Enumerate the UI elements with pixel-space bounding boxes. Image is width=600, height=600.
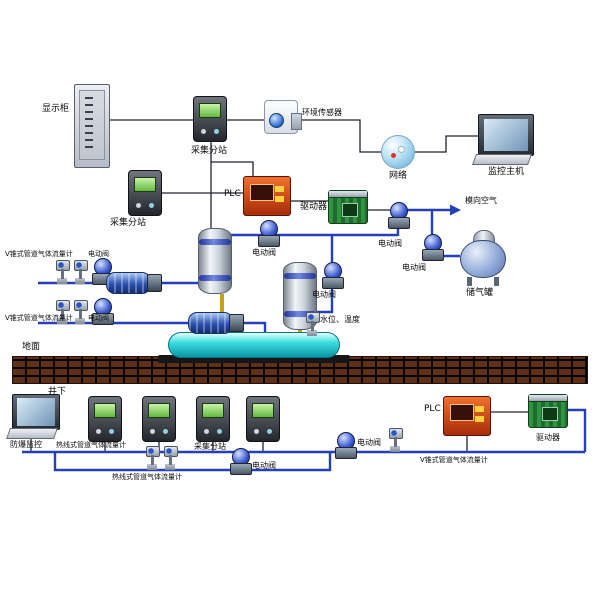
label-driver-underground: 驱动器 xyxy=(536,433,560,442)
label-substation-2: 采集分站 xyxy=(110,218,147,228)
label-underground: 井下 xyxy=(48,387,67,397)
network-sphere xyxy=(381,135,415,169)
electric-valve-row2 xyxy=(92,298,114,325)
label-vcone-row1: V锥式管道气体流量计 xyxy=(5,250,73,258)
hotwire-flow-meter-b xyxy=(164,446,178,470)
collector-substation-2 xyxy=(128,170,162,216)
gas-pump-1 xyxy=(106,268,162,296)
vertical-tank-1 xyxy=(198,228,232,294)
gas-storage-tank xyxy=(460,230,506,286)
driver-unit-surface xyxy=(328,190,368,224)
label-ground: 地面 xyxy=(22,342,41,352)
water-tank xyxy=(168,332,340,358)
electric-valve-main-pipe xyxy=(258,220,280,247)
label-valve-gas-tank: 电动阀 xyxy=(402,263,426,272)
label-plc-underground: PLC xyxy=(424,404,441,414)
plc-controller-underground xyxy=(443,396,491,436)
water-tank-platform xyxy=(158,355,350,363)
vcone-flow-meter-row2-a xyxy=(56,300,70,324)
electric-valve-underground-2 xyxy=(230,448,252,475)
label-hotwire-meter-2: 热线式管道气体流量计 xyxy=(112,473,182,481)
gas-pump-2 xyxy=(188,308,244,336)
water-level-temp-probe xyxy=(306,312,320,336)
electric-valve-branch xyxy=(322,262,344,289)
display-cabinet xyxy=(74,84,110,168)
label-lateral-air: 模向空气 xyxy=(465,196,497,205)
collector-substation-u1 xyxy=(88,396,122,442)
label-env-sensor: 环境传感器 xyxy=(302,108,342,117)
label-gas-tank: 储气罐 xyxy=(466,288,494,298)
label-valve-underground-2: 电动阀 xyxy=(252,461,276,470)
label-valve-row2: 电动阀 xyxy=(88,314,109,322)
label-driver-surface: 驱动器 xyxy=(300,202,328,212)
label-valve-branch: 电动阀 xyxy=(312,290,336,299)
label-display-cabinet: 显示柜 xyxy=(42,104,70,114)
plc-controller-surface xyxy=(243,176,291,216)
electric-valve-underground-1 xyxy=(335,432,357,459)
label-network: 网络 xyxy=(389,171,408,181)
label-plc-surface: PLC xyxy=(224,189,241,199)
vcone-flow-meter-row1-b xyxy=(74,260,88,284)
collector-substation-u4 xyxy=(246,396,280,442)
label-valve-underground-1: 电动阀 xyxy=(357,438,381,447)
vcone-flow-meter-row1-a xyxy=(56,260,70,284)
air-flow-arrow xyxy=(450,204,461,216)
label-substation-1: 采集分站 xyxy=(191,146,228,156)
collector-substation-u2 xyxy=(142,396,176,442)
electric-valve-gas-tank xyxy=(422,234,444,261)
electric-valve-air-line xyxy=(388,202,410,229)
explosion-proof-monitor-computer xyxy=(8,394,60,438)
hotwire-flow-meter-a xyxy=(146,446,160,470)
label-valve-row1: 电动阀 xyxy=(88,250,109,258)
label-valve-air-line: 电动阀 xyxy=(378,239,402,248)
label-vcone-row2: V锥式管道气体流量计 xyxy=(5,314,73,322)
label-substations-underground: 采集分站 xyxy=(194,442,226,451)
gas-tank-body xyxy=(460,240,506,278)
collector-substation-1 xyxy=(193,96,227,142)
collector-substation-u3 xyxy=(196,396,230,442)
environment-sensor xyxy=(264,100,302,134)
vcone-flow-meter-row2-b xyxy=(74,300,88,324)
driver-unit-underground xyxy=(528,394,568,428)
label-vcone-underground: V锥式管道气体流量计 xyxy=(420,456,488,464)
label-monitor-host: 监控主机 xyxy=(488,167,525,177)
vcone-flow-meter-underground xyxy=(389,428,403,452)
label-explosion-proof-monitor: 防爆监控 xyxy=(10,440,42,449)
monitoring-host-computer xyxy=(472,114,534,164)
label-water-temp: 水位、温度 xyxy=(320,315,360,324)
label-hotwire-meter-1: 热线式管道气体流量计 xyxy=(56,441,126,449)
label-valve-main-pipe: 电动阀 xyxy=(252,248,276,257)
